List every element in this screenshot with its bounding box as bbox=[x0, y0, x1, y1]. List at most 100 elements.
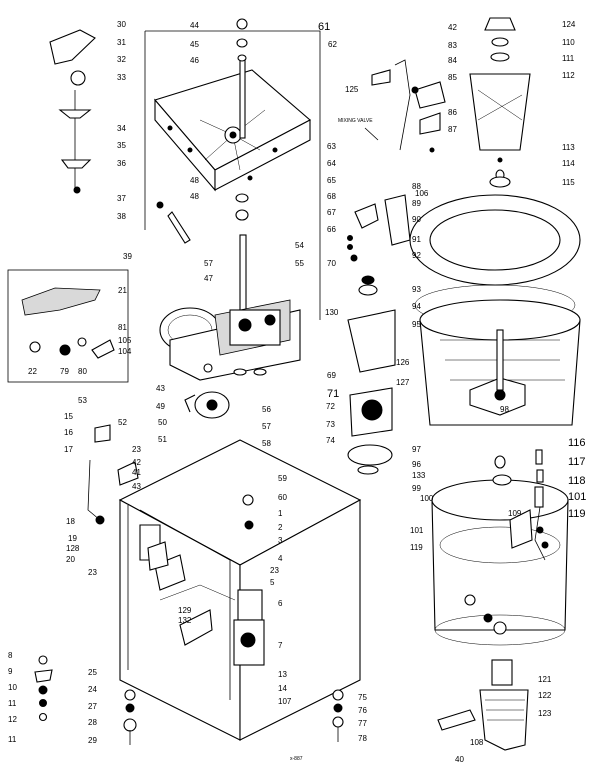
callout-label: 110 bbox=[562, 38, 575, 47]
mixing-valve-leader bbox=[364, 127, 379, 141]
water-valve bbox=[371, 59, 446, 153]
callout-label: 98 bbox=[500, 405, 509, 414]
callout-label: 7 bbox=[278, 641, 283, 650]
callout-label: 96 bbox=[412, 460, 421, 469]
callout-label: 79 bbox=[60, 367, 69, 376]
callout-label: 111 bbox=[562, 54, 575, 63]
callout-label: 16 bbox=[64, 428, 73, 437]
callout-label: 39 bbox=[123, 252, 132, 261]
tub-ring bbox=[409, 194, 581, 326]
annotation-mixing-valve: MIXING VALVE bbox=[338, 118, 373, 124]
callout-label-large: 118 bbox=[568, 475, 586, 487]
basket bbox=[419, 299, 581, 426]
callout-label: 12 bbox=[8, 715, 17, 724]
callout-label: 6 bbox=[278, 599, 283, 608]
callout-label: 40 bbox=[455, 755, 464, 764]
callout-label: 50 bbox=[158, 418, 167, 427]
callout-label: 17 bbox=[64, 445, 73, 454]
callout-label: 18 bbox=[66, 517, 75, 526]
inset-box bbox=[7, 269, 129, 383]
callout-label: 52 bbox=[118, 418, 127, 427]
callout-label: 30 bbox=[117, 20, 126, 29]
callout-label: 122 bbox=[538, 691, 552, 700]
callout-label: 57 bbox=[262, 422, 271, 431]
callout-label: 123 bbox=[538, 709, 552, 718]
callout-label: 74 bbox=[326, 436, 335, 445]
outer-tub bbox=[431, 455, 569, 646]
callout-label: 24 bbox=[88, 685, 97, 694]
callout-label: 85 bbox=[448, 73, 457, 82]
callout-label: 93 bbox=[412, 285, 421, 294]
motor bbox=[347, 275, 396, 475]
callout-label: 124 bbox=[562, 20, 576, 29]
callout-label: 23 bbox=[88, 568, 97, 577]
callout-label: 86 bbox=[448, 108, 457, 117]
callout-label: 73 bbox=[326, 420, 335, 429]
cabinet bbox=[118, 439, 362, 745]
callout-label: 119 bbox=[410, 543, 423, 552]
callout-label-large: 71 bbox=[327, 388, 339, 400]
callout-label: 69 bbox=[327, 371, 336, 380]
callout-label: 28 bbox=[88, 718, 97, 727]
callout-label: 20 bbox=[66, 555, 75, 564]
callout-label: 42 bbox=[132, 458, 141, 467]
callout-label-large: 117 bbox=[568, 456, 586, 468]
callout-label: 121 bbox=[538, 675, 552, 684]
callout-label: 29 bbox=[88, 736, 97, 745]
callout-label: 113 bbox=[562, 143, 575, 152]
callout-label: 3 bbox=[278, 536, 283, 545]
callout-label: 60 bbox=[278, 493, 287, 502]
callout-label: 43 bbox=[156, 384, 165, 393]
callout-label: 72 bbox=[326, 402, 335, 411]
callout-label: 53 bbox=[78, 396, 87, 405]
callout-label: 80 bbox=[78, 367, 87, 376]
callout-label: 37 bbox=[117, 194, 126, 203]
callout-label: 108 bbox=[470, 738, 484, 747]
callout-label: 8 bbox=[8, 651, 13, 660]
callout-label: 81 bbox=[118, 323, 127, 332]
callout-label: 44 bbox=[190, 21, 199, 30]
callout-label: 13 bbox=[278, 670, 287, 679]
callout-label: 33 bbox=[117, 73, 126, 82]
callout-label: 127 bbox=[396, 378, 410, 387]
callout-label: 109 bbox=[508, 509, 522, 518]
callout-label: 78 bbox=[358, 734, 367, 743]
callout-label: 15 bbox=[64, 412, 73, 421]
callout-label: 115 bbox=[562, 178, 575, 187]
callout-label: 100 bbox=[420, 494, 434, 503]
footer-code: x-887 bbox=[290, 756, 303, 762]
callout-label: 46 bbox=[190, 56, 199, 65]
callout-label: 43 bbox=[132, 482, 141, 491]
callout-label: 130 bbox=[325, 308, 339, 317]
callout-label: 31 bbox=[117, 38, 126, 47]
callout-label: 88 bbox=[412, 182, 421, 191]
callout-label: 83 bbox=[448, 41, 457, 50]
callout-label: 10 bbox=[8, 683, 17, 692]
callout-label-large: 101 bbox=[568, 491, 586, 503]
callout-label: 4 bbox=[278, 554, 283, 563]
callout-label: 106 bbox=[415, 189, 429, 198]
hose-parts bbox=[34, 424, 169, 722]
callout-label: 91 bbox=[412, 235, 421, 244]
callout-label: 23 bbox=[132, 445, 141, 454]
callout-label: 1 bbox=[278, 509, 283, 518]
callout-label: 64 bbox=[327, 159, 336, 168]
mount-plate bbox=[144, 18, 321, 320]
callout-label: 36 bbox=[117, 159, 126, 168]
callout-label: 45 bbox=[190, 40, 199, 49]
callout-label: 35 bbox=[117, 141, 126, 150]
callout-label-large: 116 bbox=[568, 437, 586, 449]
callout-label: 51 bbox=[158, 435, 167, 444]
callout-label: 95 bbox=[412, 320, 421, 329]
callout-label: 19 bbox=[68, 534, 77, 543]
callout-label: 105 bbox=[118, 336, 132, 345]
callout-label: 128 bbox=[66, 544, 80, 553]
callout-label: 38 bbox=[117, 212, 126, 221]
callout-label: 48 bbox=[190, 192, 199, 201]
callout-label: 11 bbox=[8, 699, 17, 708]
callout-label: 65 bbox=[327, 176, 336, 185]
callout-label: 92 bbox=[412, 251, 421, 260]
callout-label: 25 bbox=[88, 668, 97, 677]
callout-label: 75 bbox=[358, 693, 367, 702]
